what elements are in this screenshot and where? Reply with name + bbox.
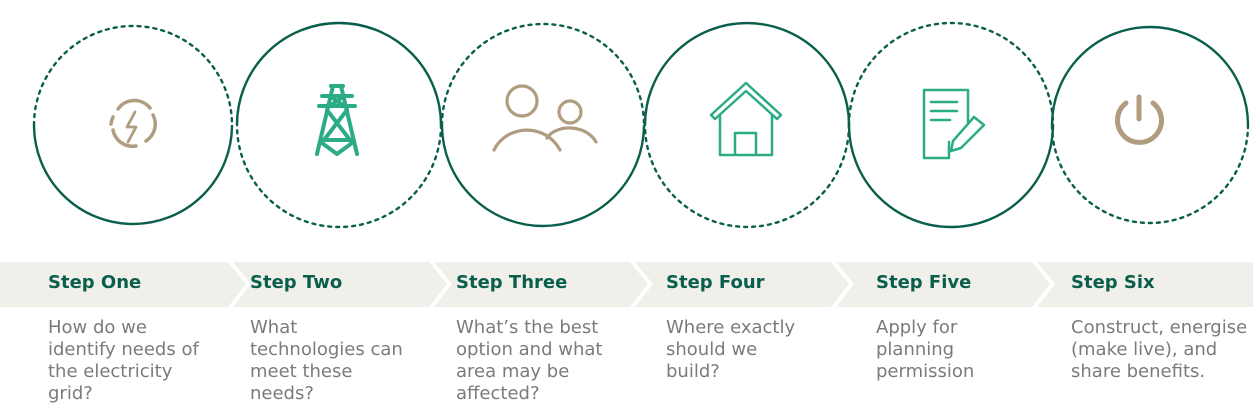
step-six-description: Construct, energise (make live), and sha…: [1071, 317, 1248, 382]
step-six-title: Step Six: [1071, 272, 1155, 293]
chevron-step-three: [434, 262, 648, 307]
step-four-description: Where exactly should we build?: [666, 317, 796, 382]
chevron-step-two: [233, 262, 447, 307]
circle-step-two: [235, 21, 443, 229]
transmission-tower-icon: [315, 84, 359, 156]
step-five-description: Apply for planning permission: [876, 317, 975, 382]
step-one-description: How do we identify needs of the electric…: [48, 317, 199, 404]
circle-step-three: [440, 22, 646, 228]
power-icon: [1115, 94, 1164, 145]
people-icon: [492, 84, 598, 152]
lightning-bolt-icon: [109, 98, 157, 149]
step-four-title: Step Four: [666, 272, 765, 293]
house-icon: [709, 81, 783, 157]
step-two-title: Step Two: [250, 272, 343, 293]
step-chevron-banner: [0, 262, 1253, 307]
chevron-step-six: [1037, 262, 1253, 307]
chevron-step-four: [635, 262, 849, 307]
circle-step-five: [847, 21, 1055, 229]
process-circles: [32, 21, 1250, 229]
chevron-step-five: [836, 262, 1050, 307]
step-three-description: What’s the best option and what area may…: [456, 317, 603, 404]
circle-step-four: [643, 21, 851, 229]
circle-step-one: [32, 24, 234, 226]
step-three-title: Step Three: [456, 272, 568, 293]
step-one-title: Step One: [48, 272, 142, 293]
chevron-step-one: [0, 262, 246, 307]
document-edit-icon: [922, 88, 986, 160]
circle-step-six: [1050, 25, 1250, 225]
step-five-title: Step Five: [876, 272, 972, 293]
step-two-description: What technologies can meet these needs?: [250, 317, 403, 404]
